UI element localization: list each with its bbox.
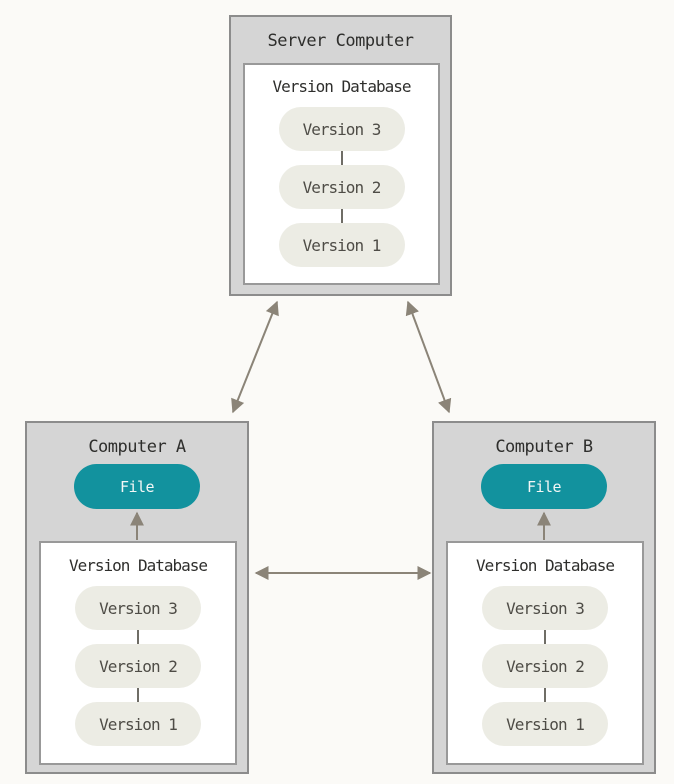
server-version-database-box: Version Database Version 3 Version 2 Ver… [243, 63, 440, 285]
server-computer-box: Server Computer Version Database Version… [229, 15, 452, 296]
computer-a-title: Computer A [88, 437, 186, 457]
arrow-computer-b-server [405, 300, 452, 414]
server-version-1-pill: Version 1 [278, 223, 405, 267]
server-version-database-label: Version Database [272, 77, 411, 96]
computer-a-version-database-label: Version Database [68, 556, 208, 575]
computer-b-box: Computer B File Version Database Version… [432, 421, 656, 774]
computer-b-version-1-pill: Version 1 [482, 702, 608, 746]
server-version-connector-2-1 [340, 209, 343, 223]
computer-b-version-2-pill: Version 2 [482, 644, 608, 688]
server-version-3-pill: Version 3 [278, 107, 405, 151]
server-version-connector-3-2 [340, 151, 343, 165]
computer-b-version-database-box: Version Database Version 3 Version 2 Ver… [446, 541, 644, 765]
computer-a-version-2-pill: Version 2 [75, 644, 201, 688]
computer-a-file-pill: File [74, 464, 200, 509]
computer-b-version-connector-3-2 [544, 630, 546, 644]
computer-a-version-connector-2-1 [137, 688, 139, 702]
computer-a-version-1-pill: Version 1 [75, 702, 201, 746]
computer-b-version-3-pill: Version 3 [482, 586, 608, 630]
computer-b-title: Computer B [495, 437, 593, 457]
computer-a-version-3-pill: Version 3 [75, 586, 201, 630]
computer-a-version-connector-3-2 [137, 630, 139, 644]
computer-a-version-database-box: Version Database Version 3 Version 2 Ver… [39, 541, 237, 765]
server-computer-title: Server Computer [267, 31, 414, 51]
computer-b-version-connector-2-1 [544, 688, 546, 702]
computer-b-version-database-label: Version Database [475, 556, 615, 575]
arrow-computer-a-server [231, 300, 279, 414]
server-version-2-pill: Version 2 [278, 165, 405, 209]
computer-a-box: Computer A File Version Database Version… [25, 421, 249, 774]
computer-b-file-pill: File [481, 464, 607, 509]
